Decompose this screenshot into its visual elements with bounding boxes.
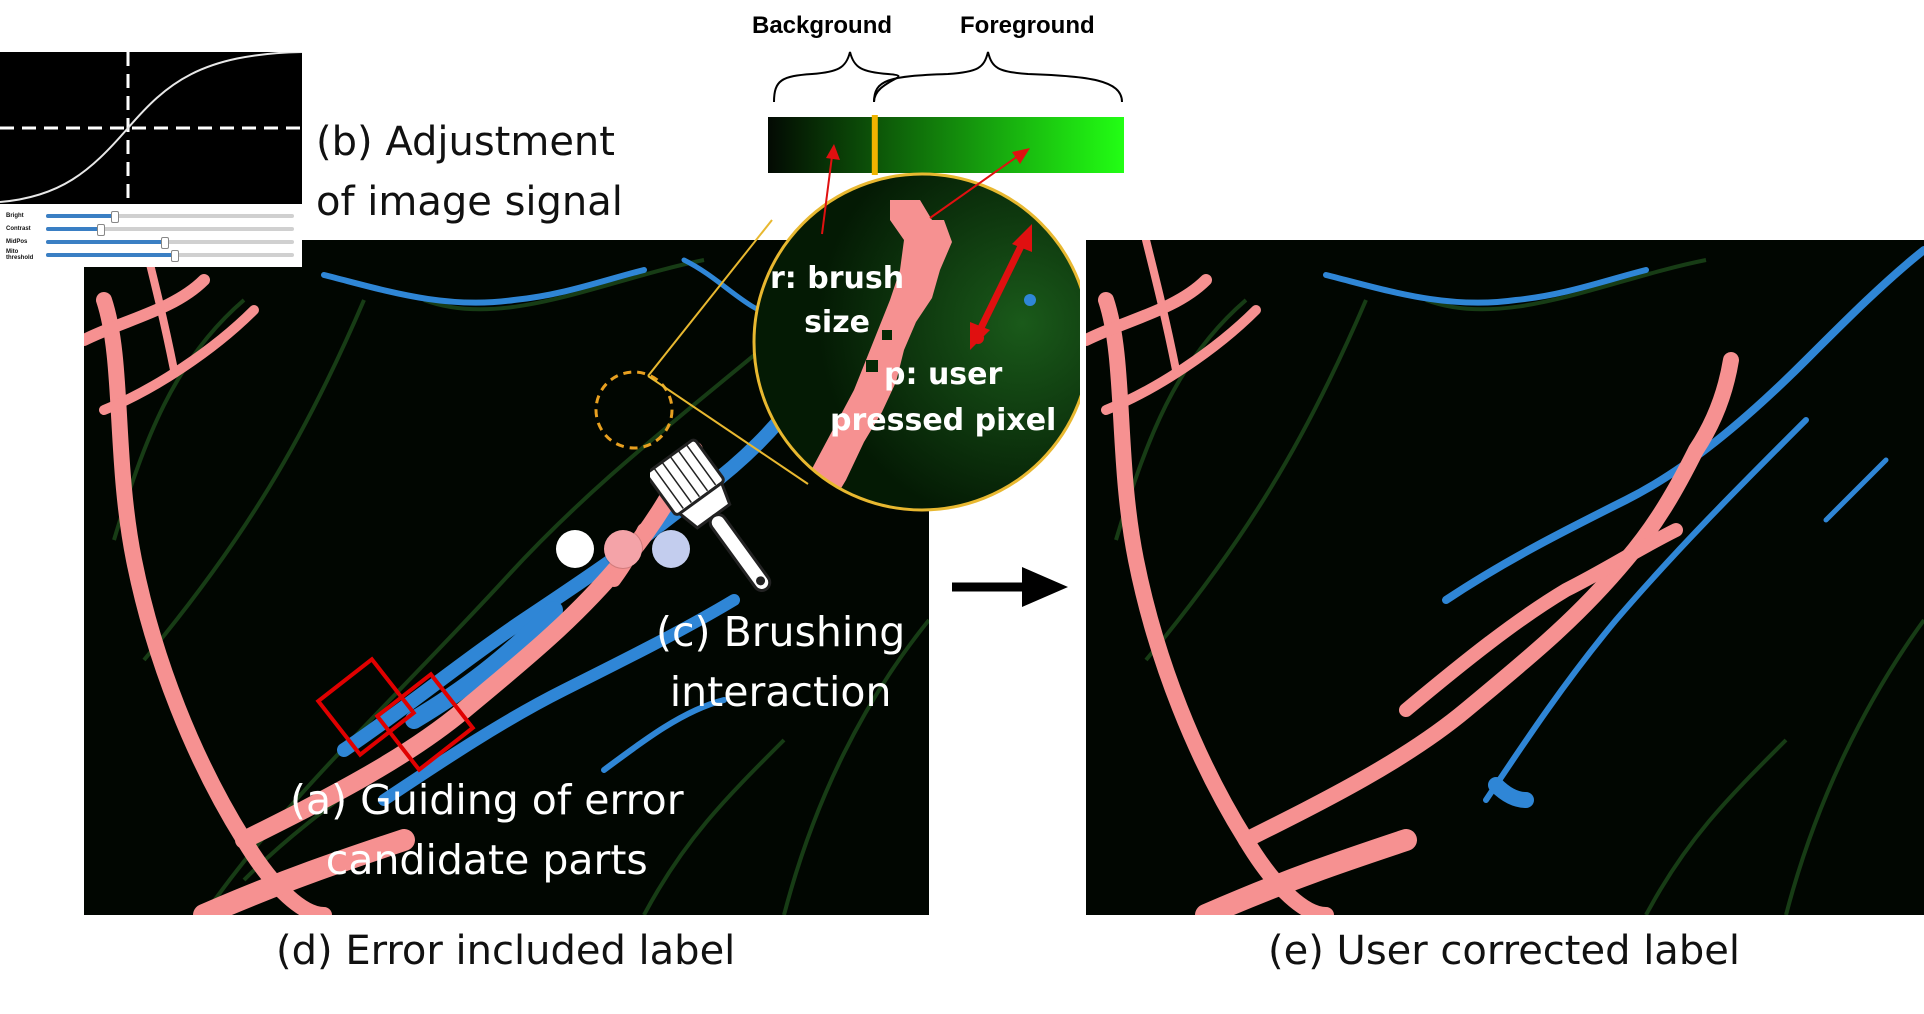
zoom-lens	[647, 172, 1080, 512]
pressed-pixel-label: p: user pressed pixel	[830, 352, 1056, 444]
adjustment-caption: (b) Adjustment of image signal	[316, 112, 623, 232]
slider-contrast: Contrast	[6, 223, 294, 236]
corrected-label-panel	[1086, 240, 1924, 915]
adjustment-caption-line-2: of image signal	[316, 179, 623, 225]
slider-track[interactable]	[46, 224, 294, 236]
brushing-caption: (c) Brushing interaction	[656, 602, 905, 722]
foreground-label: Foreground	[960, 12, 1095, 39]
adjustment-caption-line-1: (b) Adjustment	[316, 119, 615, 165]
range-braces	[773, 51, 1123, 103]
slider-label: Bright	[6, 213, 24, 219]
palette-swatch-3[interactable]	[652, 530, 690, 568]
brush-size-label: r: brush size	[770, 257, 904, 345]
pressed-pixel-label-line-2: pressed pixel	[830, 403, 1057, 438]
brushing-caption-line-2: interaction	[669, 668, 892, 716]
slider-knob[interactable]	[96, 224, 105, 236]
transition-arrow-icon	[952, 567, 1068, 607]
brush-size-label-line-2: size	[804, 305, 871, 340]
pressed-pixel-label-line-1: p: user	[884, 357, 1003, 392]
error-label-caption: (d) Error included label	[276, 928, 736, 974]
intensity-gradient-bar[interactable]	[768, 115, 1124, 175]
palette-swatch-1[interactable]	[556, 530, 594, 568]
threshold-marker[interactable]	[871, 115, 878, 175]
slider-label: Contrast	[6, 226, 31, 232]
paintbrush-icon[interactable]	[650, 430, 790, 620]
guiding-caption-line-2: candidate parts	[325, 836, 648, 884]
mapping-arrows	[821, 144, 1030, 235]
slider-fill	[46, 214, 116, 218]
background-label: Background	[752, 12, 893, 39]
slider-fill	[46, 227, 101, 231]
slider-bright: Bright	[6, 210, 294, 223]
slider-mito-threshold: Mito threshold	[6, 249, 294, 262]
tone-curve-plot	[0, 52, 302, 204]
corrected-label-caption: (e) User corrected label	[1268, 928, 1740, 974]
slider-track[interactable]	[46, 250, 294, 262]
label-color-palette	[556, 530, 690, 568]
slider-label: MidPos	[6, 239, 28, 245]
brush-size-label-line-1: r: brush	[770, 261, 905, 296]
brushing-caption-line-1: (c) Brushing	[656, 608, 906, 656]
slider-track[interactable]	[46, 211, 294, 223]
palette-swatch-2[interactable]	[604, 530, 642, 568]
slider-track[interactable]	[46, 237, 294, 249]
guiding-caption: (a) Guiding of error candidate parts	[290, 770, 684, 890]
slider-fill	[46, 253, 175, 257]
guiding-caption-line-1: (a) Guiding of error	[290, 776, 684, 824]
slider-fill	[46, 240, 166, 244]
slider-knob[interactable]	[161, 237, 170, 249]
corrected-label-image	[1086, 240, 1924, 915]
error-candidate-guides	[315, 656, 476, 773]
slider-label: Mito threshold	[6, 249, 34, 261]
slider-knob[interactable]	[111, 211, 120, 223]
slider-midpos: MidPos	[6, 236, 294, 249]
slider-knob[interactable]	[170, 250, 179, 262]
